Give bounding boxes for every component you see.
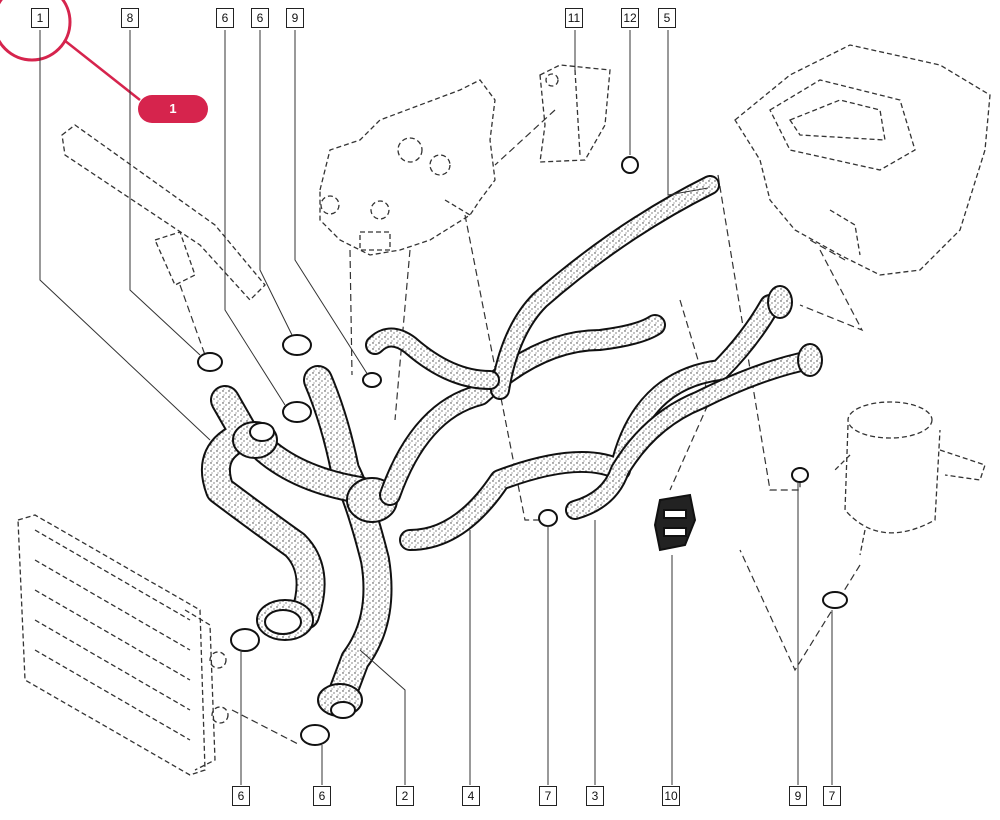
callout-6-bottom-a[interactable]: 6	[232, 786, 250, 806]
callout-4[interactable]: 4	[462, 786, 480, 806]
heater-box	[734, 44, 991, 276]
clamp-6-upper[interactable]	[282, 334, 312, 356]
callout-6-top-a[interactable]: 6	[216, 8, 234, 28]
expansion-tank	[834, 401, 986, 556]
bracket-10[interactable]	[653, 493, 697, 552]
clamp-6-lower[interactable]	[230, 628, 260, 652]
dashed-pipe-upper-left	[61, 124, 266, 301]
radiator	[17, 514, 229, 776]
callout-1[interactable]: 1	[31, 8, 49, 28]
callout-6-top-b[interactable]: 6	[251, 8, 269, 28]
callout-9-bottom[interactable]: 9	[789, 786, 807, 806]
callout-5[interactable]: 5	[658, 8, 676, 28]
highlight-leader	[63, 39, 141, 101]
callout-2[interactable]: 2	[396, 786, 414, 806]
clamp-7-right[interactable]	[822, 591, 848, 609]
clamp-7-centre[interactable]	[538, 509, 558, 527]
callout-7-bottom-a[interactable]: 7	[539, 786, 557, 806]
bolt-12[interactable]	[621, 156, 639, 174]
callout-9-top[interactable]: 9	[286, 8, 304, 28]
clamp-6-mid[interactable]	[282, 401, 312, 423]
callout-6-bottom-b[interactable]: 6	[313, 786, 331, 806]
callout-7-bottom-b[interactable]: 7	[823, 786, 841, 806]
callout-11[interactable]: 11	[565, 8, 583, 28]
callout-3[interactable]: 3	[586, 786, 604, 806]
engine-block	[319, 79, 496, 256]
clamp-9-right[interactable]	[791, 467, 809, 483]
bracket-11	[539, 64, 611, 163]
clamp-8[interactable]	[197, 352, 223, 372]
clamp-9-upper[interactable]	[362, 372, 382, 388]
callout-8[interactable]: 8	[121, 8, 139, 28]
clamp-6-bottom[interactable]	[300, 724, 330, 746]
highlight-badge[interactable]: 1	[138, 95, 208, 123]
callout-10[interactable]: 10	[662, 786, 680, 806]
highlight-circle	[0, 0, 72, 62]
callout-12[interactable]: 12	[621, 8, 639, 28]
